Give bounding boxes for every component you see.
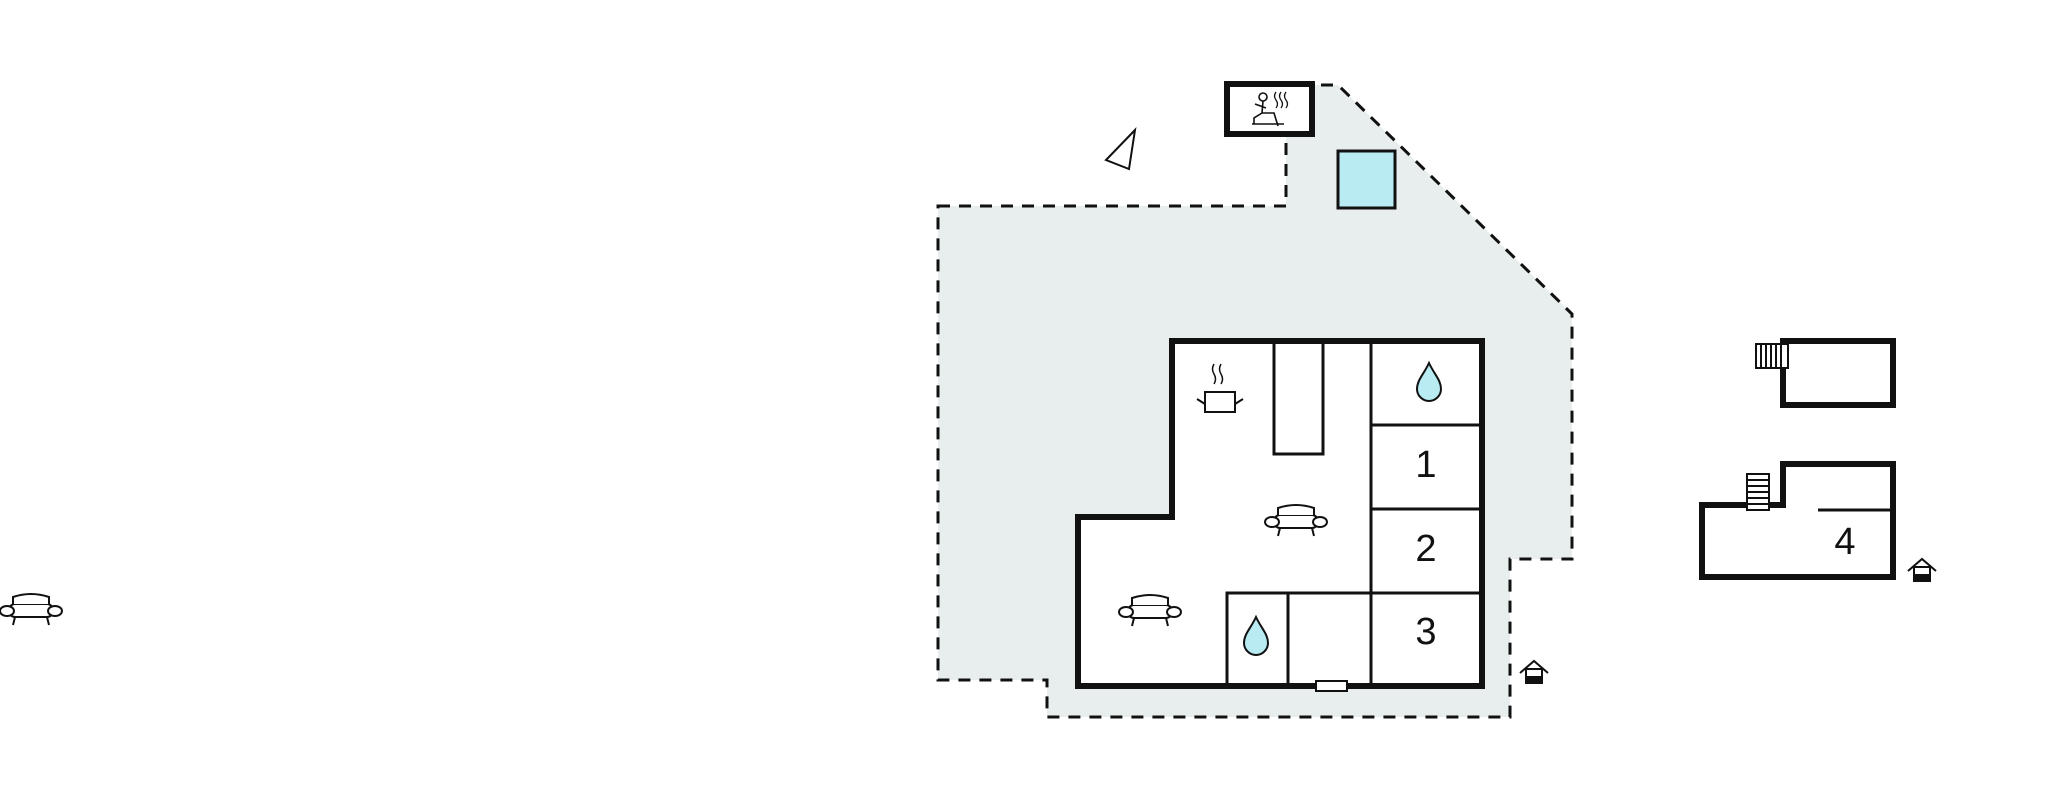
annex-lower-level: [1699, 461, 1896, 580]
sauna-icon: [1224, 81, 1315, 137]
annex-upper-level: [1780, 338, 1896, 408]
front-door: [1315, 680, 1348, 692]
pool-icon: [1336, 149, 1397, 210]
kitchen-icon: [1196, 363, 1244, 413]
north-arrow-icon: [1104, 127, 1137, 171]
room-label-4: 4: [1834, 521, 1855, 563]
stairs-icon: [1755, 343, 1789, 369]
stairs-icon: [1746, 473, 1770, 511]
interior-walls: [1225, 341, 1482, 686]
entrance-icon: [1907, 558, 1937, 582]
room-label-2: 2: [1415, 528, 1436, 570]
room-label-3: 3: [1415, 611, 1436, 653]
entrance-icon: [1519, 660, 1549, 684]
living-room-icon: [0, 593, 63, 626]
room-label-1: 1: [1415, 444, 1436, 486]
